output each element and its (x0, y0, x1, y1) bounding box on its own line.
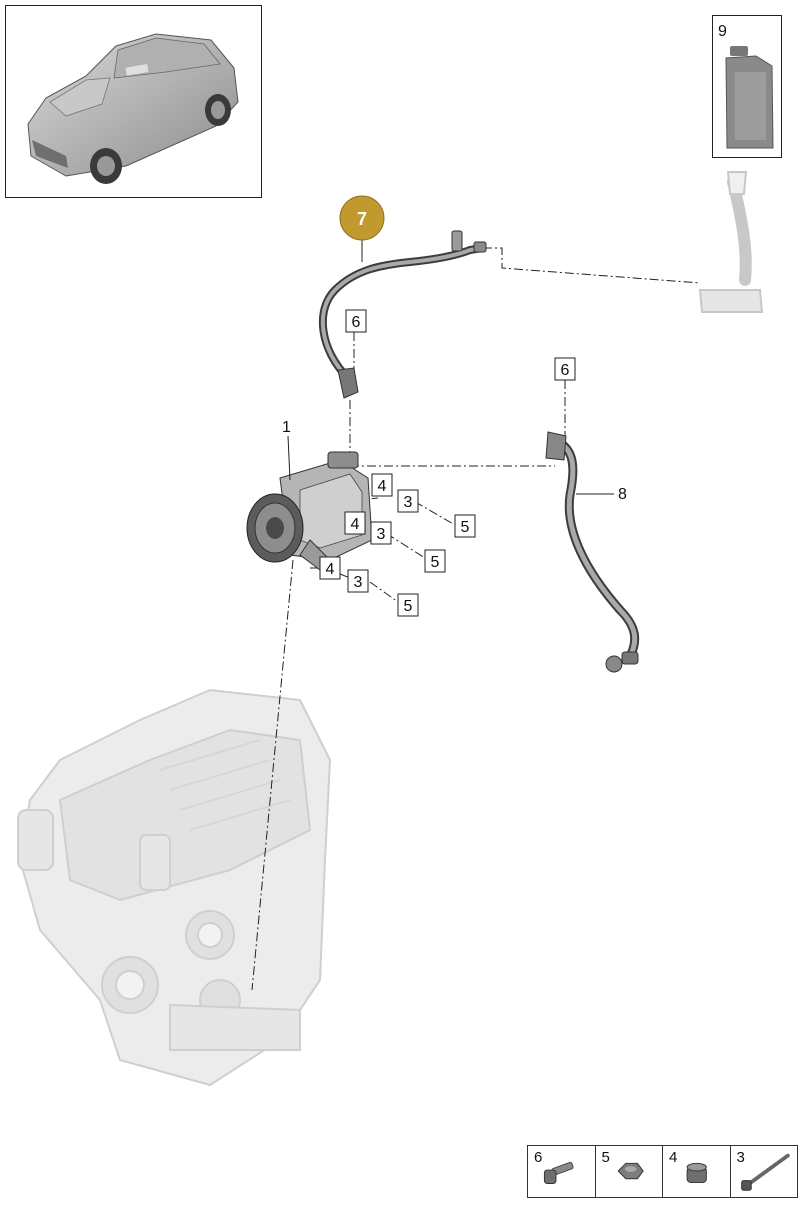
callout-1-text: 1 (282, 419, 291, 436)
sleeve-icon (686, 1162, 707, 1184)
boxed-label-3-c: 3 (347, 569, 369, 593)
boxed-label-6-upper: 6 (345, 309, 367, 333)
fastener-legend: 6 5 4 3 (527, 1145, 798, 1198)
svg-text:5: 5 (404, 598, 413, 615)
highlight-callout-7[interactable] (339, 195, 385, 241)
vehicle-illustration (27, 33, 239, 184)
refrigerant-hose-8 (545, 431, 640, 673)
boxed-label-4-a: 4 (371, 473, 393, 497)
boxed-label-4-b: 4 (344, 511, 366, 535)
svg-text:6: 6 (352, 314, 361, 331)
svg-text:5: 5 (461, 519, 470, 536)
svg-text:4: 4 (326, 561, 335, 578)
stud-screw-icon (740, 1153, 790, 1191)
svg-text:3: 3 (404, 494, 413, 511)
callout-9-text: 9 (718, 23, 727, 40)
refrigerant-hose-7 (319, 230, 487, 399)
vehicle-thumbnail-frame (5, 5, 262, 198)
svg-text:3: 3 (377, 526, 386, 543)
boxed-label-3-a: 3 (397, 489, 419, 513)
boxed-label-5-a: 5 (454, 514, 476, 538)
boxed-label-5-c: 5 (397, 593, 419, 617)
legend-number: 5 (601, 1149, 610, 1166)
legend-number: 6 (534, 1149, 543, 1166)
legend-number: 4 (669, 1149, 678, 1166)
ghost-engine-block (17, 688, 332, 1087)
bolt-icon (543, 1161, 574, 1185)
nut-icon (617, 1162, 644, 1180)
boxed-label-4-c: 4 (319, 556, 341, 580)
legend-cell-nut: 5 (596, 1146, 663, 1197)
svg-text:6: 6 (561, 362, 570, 379)
boxed-label-6-lower: 6 (554, 357, 576, 381)
legend-number: 3 (736, 1149, 745, 1166)
legend-cell-sleeve: 4 (663, 1146, 731, 1197)
svg-text:3: 3 (354, 574, 363, 591)
svg-text:4: 4 (351, 516, 360, 533)
ac-compressor (246, 451, 373, 571)
oil-bottle-icon (725, 46, 774, 149)
boxed-label-3-b: 3 (370, 521, 392, 545)
svg-text:5: 5 (431, 554, 440, 571)
callout-1-leader (287, 435, 291, 481)
legend-cell-stud-screw: 3 (731, 1146, 798, 1197)
boxed-label-5-b: 5 (424, 549, 446, 573)
highlight-callout-7-text[interactable]: 7 (357, 209, 367, 229)
callout-8-text: 8 (618, 486, 627, 503)
legend-cell-bolt: 6 (528, 1146, 596, 1197)
ghost-connector-pipe (698, 171, 764, 313)
svg-text:4: 4 (378, 478, 387, 495)
